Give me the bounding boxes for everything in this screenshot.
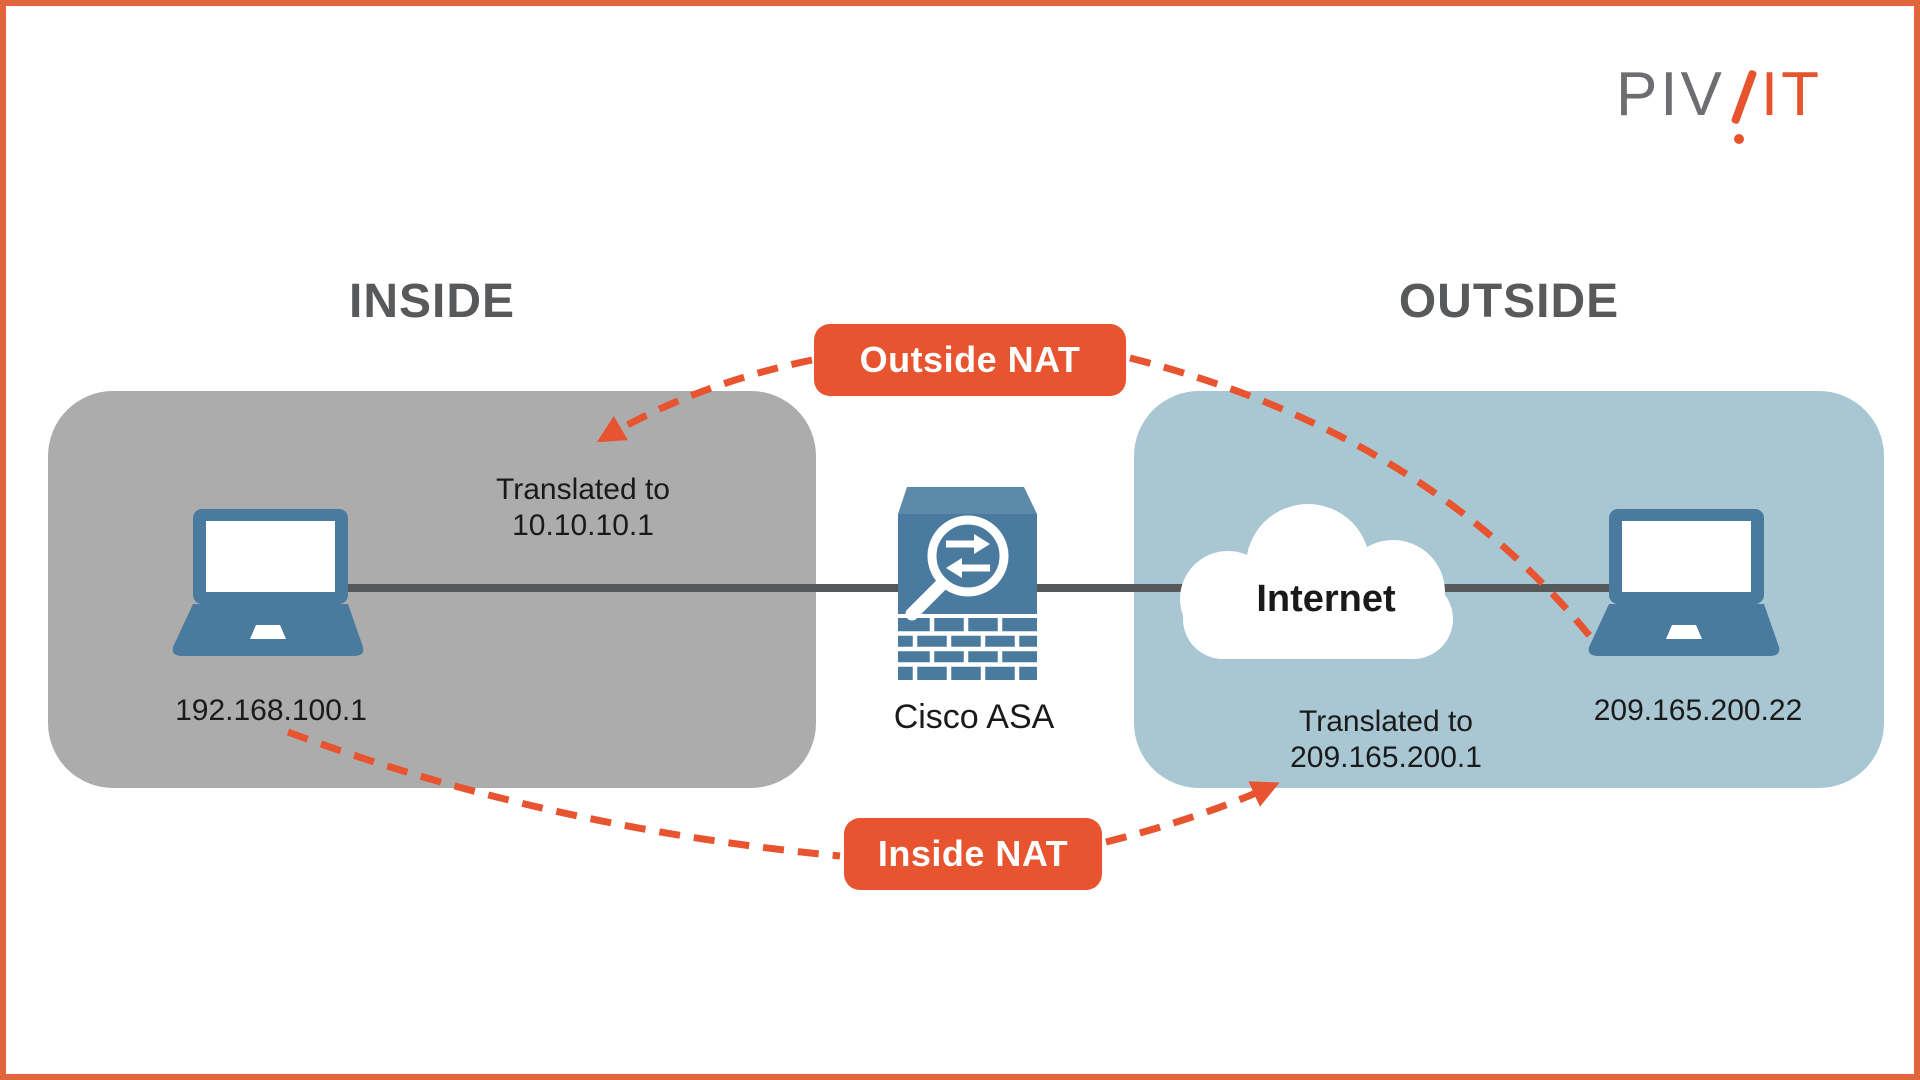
outside-nat-arrow-to-translated-ip xyxy=(596,356,813,443)
firewall-top-face xyxy=(898,487,1037,514)
cisco-asa-firewall-icon xyxy=(898,487,1037,680)
inside-nat-arrow-to-translated-ip xyxy=(1105,781,1280,846)
firewall-brick-wall xyxy=(898,618,1037,680)
inside-host-ip: 192.168.100.1 xyxy=(175,694,367,727)
internet-cloud-icon xyxy=(1180,504,1453,659)
inside-nat-curve-from-inside-host xyxy=(286,728,841,860)
logo-text-gray: PIV xyxy=(1615,60,1725,129)
outside-laptop-icon xyxy=(1588,509,1780,656)
firewall-label: Cisco ASA xyxy=(893,698,1055,736)
logo-dot-icon xyxy=(1733,134,1744,144)
outside-translated-label: Translated to 209.165.200.1 xyxy=(1290,704,1482,776)
outside-translated-line1: Translated to xyxy=(1299,705,1473,738)
logo-slash-mark xyxy=(1725,64,1761,150)
outside-host-ip: 209.165.200.22 xyxy=(1593,694,1803,727)
outside-translated-ip: 209.165.200.1 xyxy=(1290,741,1482,774)
inside-translated-label: Translated to 10.10.10.1 xyxy=(496,472,670,544)
internet-label: Internet xyxy=(1256,578,1396,620)
outside-nat-curve-from-outside-host xyxy=(1129,354,1607,657)
pivit-logo: PIV IT xyxy=(1616,64,1822,150)
inside-translated-line1: Translated to xyxy=(496,473,670,506)
inside-heading: INSIDE xyxy=(348,275,516,328)
nat-arrows-overlay xyxy=(286,354,1607,860)
logo-text-orange: IT xyxy=(1760,60,1822,129)
logo-slash-icon xyxy=(1730,69,1758,125)
inside-nat-badge: Inside NAT xyxy=(844,818,1102,890)
outside-nat-badge-label: Outside NAT xyxy=(859,339,1081,380)
inside-nat-badge-label: Inside NAT xyxy=(877,833,1069,874)
inside-translated-ip: 10.10.10.1 xyxy=(512,509,654,542)
nat-inspect-magnifier-icon xyxy=(905,515,1009,621)
outside-nat-badge: Outside NAT xyxy=(814,324,1126,396)
inside-laptop-icon xyxy=(172,509,364,656)
outside-heading: OUTSIDE xyxy=(1398,275,1620,328)
